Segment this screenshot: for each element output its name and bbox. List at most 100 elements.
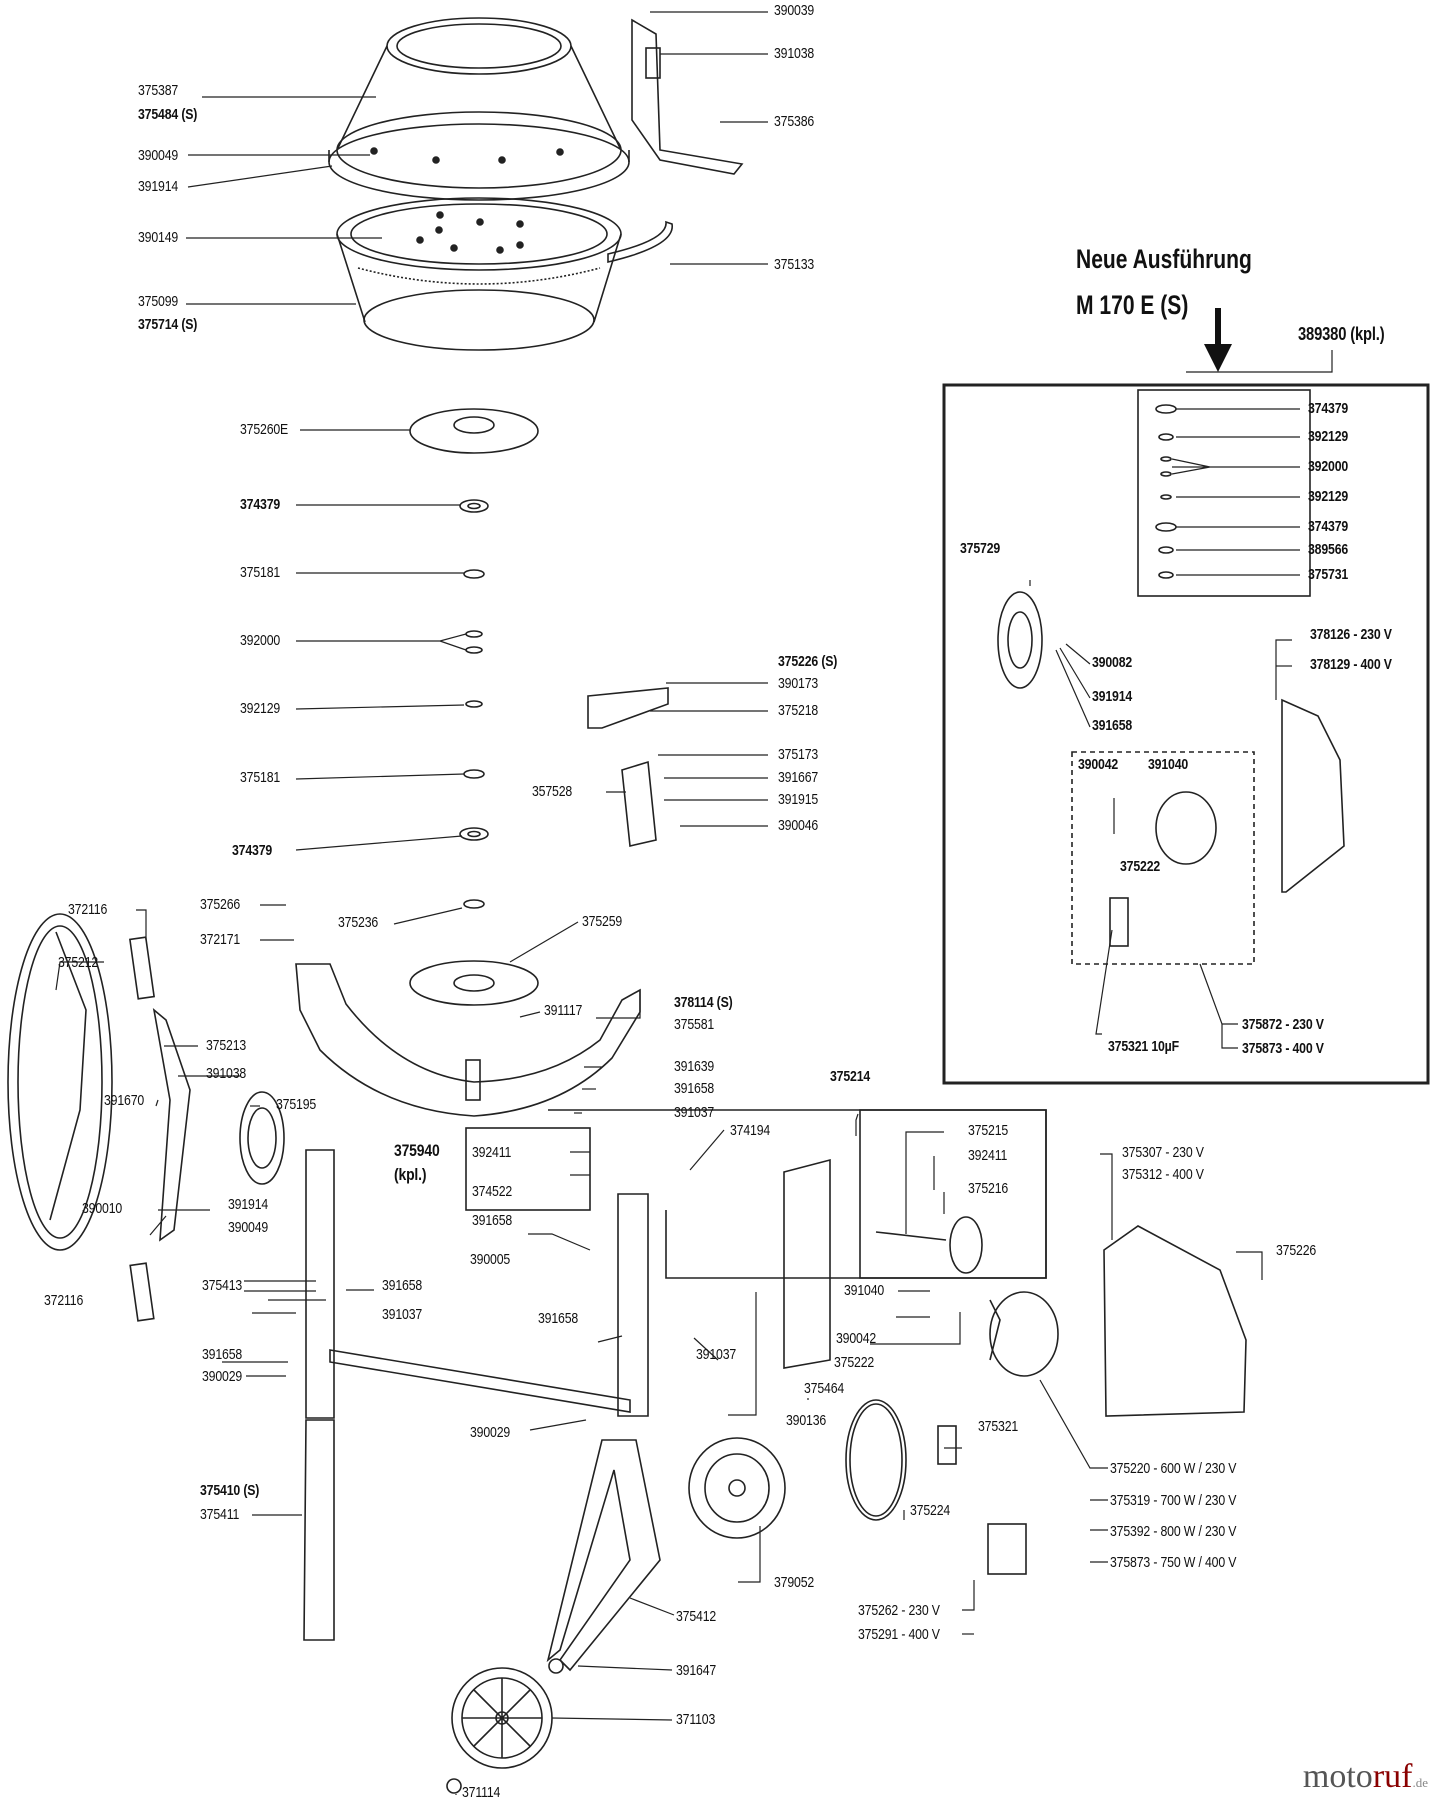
part-label: 375581 <box>674 1016 715 1033</box>
kit-part-label: 375872 - 230 V <box>1242 1016 1324 1033</box>
part-label: 375173 <box>778 746 819 763</box>
kit-part-label: 374379 <box>1308 518 1349 535</box>
part-label: 375212 <box>58 954 99 971</box>
part-label: 390010 <box>82 1200 123 1217</box>
part-label: 374522 <box>472 1183 513 1200</box>
part-label: 375484 (S) <box>138 106 198 123</box>
kit-part-label: 375873 - 400 V <box>1242 1040 1324 1057</box>
part-label: 391658 <box>674 1080 715 1097</box>
kit-part-label: 391040 <box>1148 756 1189 773</box>
part-label: 391914 <box>228 1196 269 1213</box>
part-label: 375220 - 600 W / 230 V <box>1110 1460 1237 1477</box>
kit-part-label: 390082 <box>1092 654 1133 671</box>
part-label: 391915 <box>778 791 819 808</box>
part-label: 375236 <box>338 914 379 931</box>
part-label: 391658 <box>472 1212 513 1229</box>
part-label: 375714 (S) <box>138 316 198 333</box>
part-label: 375392 - 800 W / 230 V <box>1110 1523 1237 1540</box>
part-label: 391914 <box>138 178 179 195</box>
part-label: 375260E <box>240 421 289 438</box>
part-label: 392129 <box>240 700 281 717</box>
part-label: 390039 <box>774 2 815 19</box>
part-label: 378114 (S) <box>674 994 733 1011</box>
part-label: 371103 <box>676 1711 716 1728</box>
part-label: 375215 <box>968 1122 1009 1139</box>
part-label: 375216 <box>968 1180 1009 1197</box>
kit-part-label: 375321 10µF <box>1108 1038 1179 1055</box>
part-label: 375411 <box>200 1506 240 1523</box>
part-label: (kpl.) <box>394 1165 427 1184</box>
part-label: 375291 - 400 V <box>858 1626 940 1643</box>
part-label: 375307 - 230 V <box>1122 1144 1204 1161</box>
part-label: 372171 <box>200 931 241 948</box>
part-label: 375464 <box>804 1380 845 1397</box>
part-label: 375410 (S) <box>200 1482 260 1499</box>
kit-part-label: 374379 <box>1308 400 1349 417</box>
drum-cone <box>328 17 630 201</box>
part-label: 375218 <box>778 702 819 719</box>
part-label: 375181 <box>240 564 281 581</box>
kit-part-label: 378126 - 230 V <box>1310 626 1392 643</box>
kit-number: 389380 (kpl.) <box>1298 324 1385 344</box>
part-label: 374379 <box>240 496 281 513</box>
down-arrow-icon <box>1204 308 1232 372</box>
part-label: 390029 <box>202 1368 243 1385</box>
part-label: 391658 <box>202 1346 243 1363</box>
part-label: 375412 <box>676 1608 717 1625</box>
kit-part-label: 375222 <box>1120 858 1161 875</box>
part-label: 390136 <box>786 1412 827 1429</box>
part-label: 375321 <box>978 1418 1019 1435</box>
part-label: 375940 <box>394 1141 440 1160</box>
part-label: 375413 <box>202 1277 243 1294</box>
kit-part-label: 392129 <box>1308 488 1349 505</box>
part-label: 375222 <box>834 1354 875 1371</box>
part-label: 391658 <box>382 1277 423 1294</box>
part-label: 375387 <box>138 82 179 99</box>
part-label: 371114 <box>462 1784 501 1801</box>
part-label: 375224 <box>910 1502 951 1519</box>
part-label: 391038 <box>774 45 815 62</box>
part-label: 391037 <box>674 1104 715 1121</box>
part-label: 391639 <box>674 1058 715 1075</box>
kit-heading-line2: M 170 E (S) <box>1076 290 1189 320</box>
kit-part-label: 391658 <box>1092 717 1133 734</box>
part-label: 357528 <box>532 783 573 800</box>
part-label: 391040 <box>844 1282 885 1299</box>
part-label: 390173 <box>778 675 819 692</box>
kit-part-label: 378129 - 400 V <box>1310 656 1392 673</box>
part-label: 390049 <box>228 1219 269 1236</box>
part-label: 375262 - 230 V <box>858 1602 940 1619</box>
part-label: 375181 <box>240 769 281 786</box>
part-label: 391667 <box>778 769 819 786</box>
part-label: 379052 <box>774 1574 815 1591</box>
part-label: 375259 <box>582 913 623 930</box>
part-label: 375195 <box>276 1096 317 1113</box>
brand-logo: motoruf.de <box>1302 1758 1428 1795</box>
part-label: 391037 <box>696 1346 737 1363</box>
part-label: 390029 <box>470 1424 511 1441</box>
part-label: 390042 <box>836 1330 877 1347</box>
kit-part-label: 392000 <box>1308 458 1349 475</box>
part-label: 375386 <box>774 113 815 130</box>
part-label: 375319 - 700 W / 230 V <box>1110 1492 1237 1509</box>
part-label: 391647 <box>676 1662 717 1679</box>
part-label: 375099 <box>138 293 179 310</box>
part-label: 374379 <box>232 842 273 859</box>
part-label: 391038 <box>206 1065 247 1082</box>
part-label: 375214 <box>830 1068 871 1085</box>
kit-part-label: 375731 <box>1308 566 1349 583</box>
part-label: 375873 - 750 W / 400 V <box>1110 1554 1237 1571</box>
part-label: 392411 <box>472 1144 512 1161</box>
part-label: 372116 <box>68 901 108 918</box>
part-label: 375133 <box>774 256 815 273</box>
part-label: 391117 <box>544 1002 583 1019</box>
part-label: 391037 <box>382 1306 423 1323</box>
part-label: 391658 <box>538 1310 579 1327</box>
part-label: 392411 <box>968 1147 1008 1164</box>
part-label: 374194 <box>730 1122 771 1139</box>
part-label: 375213 <box>206 1037 247 1054</box>
part-label: 375266 <box>200 896 241 913</box>
drum-bottom <box>336 197 622 351</box>
part-label: 390005 <box>470 1251 511 1268</box>
